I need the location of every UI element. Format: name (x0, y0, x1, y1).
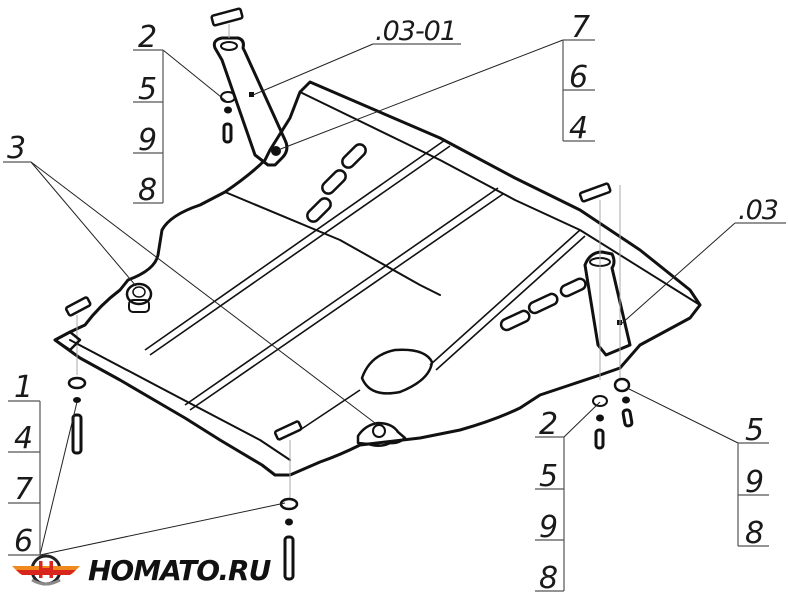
callout-1: 1 (14, 370, 33, 405)
callout-2: 2 (138, 20, 157, 55)
vent-slots-right (499, 277, 587, 332)
callout-4: 4 (569, 111, 588, 146)
svg-text:3: 3 (7, 131, 26, 166)
callout-6: 6 (14, 524, 33, 559)
callout-5: 5 (138, 72, 157, 107)
callout-stack-top-right: 7 6 4 (562, 10, 595, 146)
callout-4: 4 (14, 421, 33, 456)
fastener-set-bottom (279, 497, 299, 581)
svg-text:.03-01: .03-01 (375, 16, 456, 47)
part-ref-03-01: .03-01 (373, 16, 461, 47)
brand-logo[interactable]: HOMATO.RU (10, 548, 271, 592)
callout-stack-top-left: 2 5 9 8 (133, 20, 164, 208)
callout-5: 5 (539, 459, 558, 494)
callout-9: 9 (138, 123, 157, 158)
callout-8: 8 (539, 561, 558, 596)
part-ref-03: .03 (735, 195, 786, 226)
vent-slots-left (306, 143, 367, 223)
leader-lines (30, 39, 739, 556)
callout-2: 2 (539, 407, 558, 442)
callout-8: 8 (138, 173, 157, 208)
cage-nut-center (273, 420, 407, 500)
callout-6: 6 (569, 60, 588, 95)
callout-stack-bottom-mid: 2 5 9 8 (535, 407, 565, 596)
winged-h-logo-icon (12, 554, 80, 586)
callout-stack-bottom-left: 1 4 7 6 (8, 370, 41, 559)
skid-plate (53, 80, 702, 477)
callout-5: 5 (745, 413, 764, 448)
callout-9: 9 (745, 465, 764, 500)
callout-8: 8 (745, 516, 764, 551)
cage-nut-left (53, 282, 153, 375)
bracket-03-01 (210, 7, 289, 167)
fastener-set-left (67, 376, 87, 455)
svg-text:.03: .03 (738, 195, 778, 226)
bracket-03 (578, 182, 634, 450)
callout-7: 7 (14, 472, 33, 507)
brand-name: HOMATO.RU (88, 553, 271, 587)
callout-3: 3 (3, 131, 31, 166)
callout-stack-bottom-right: 5 9 8 (737, 413, 769, 551)
callout-9: 9 (539, 510, 558, 545)
callout-7: 7 (571, 10, 590, 45)
